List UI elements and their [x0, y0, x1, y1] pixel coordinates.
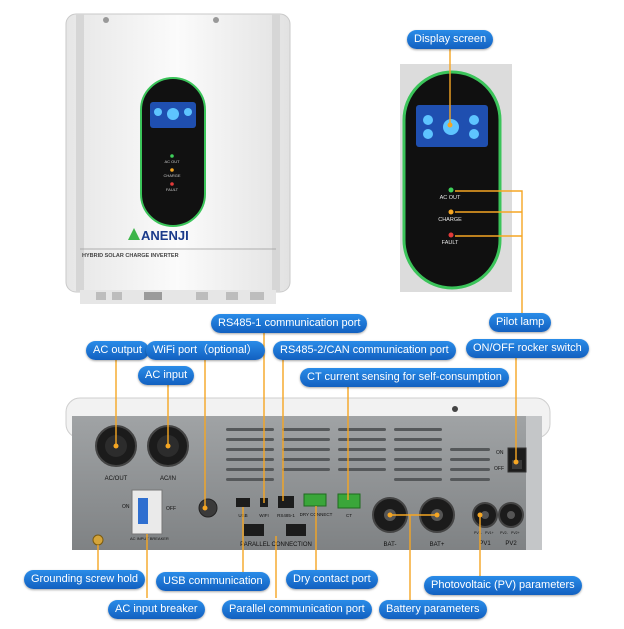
- bottom-port: [226, 292, 238, 300]
- leader-dots: [113, 122, 519, 518]
- connector-core: [481, 511, 489, 519]
- indicator-led-charge: [170, 168, 174, 172]
- screen-icon: [167, 108, 179, 120]
- mount-hole: [213, 17, 219, 23]
- indicator-label-ac-out: AC OUT: [164, 159, 180, 164]
- indicator-label-charge: CHARGE: [438, 217, 462, 223]
- inverter-front-view: AC OUT CHARGE FAULT ANENJI HYBRID SOLAR …: [65, 13, 291, 304]
- rs485-port: [278, 496, 294, 508]
- switch-on-label: ON: [496, 450, 504, 456]
- bat-plus-label: BAT+: [430, 542, 445, 548]
- mount-hole: [103, 17, 109, 23]
- callout-pv-params: Photovoltaic (PV) parameters: [424, 576, 582, 595]
- screen-icon: [423, 115, 433, 125]
- callout-rocker-switch: ON/OFF rocker switch: [466, 339, 589, 358]
- brand-logo-mark: [128, 228, 140, 240]
- bottom-port: [144, 292, 162, 300]
- indicator-led-fault: [170, 182, 174, 186]
- dry-contact-terminal: [303, 493, 327, 507]
- breaker-caption: AC INPUT BREAKER: [130, 536, 169, 541]
- rs485-label: RS485-1: [277, 513, 295, 518]
- leader-pilot-lamp: [455, 190, 523, 318]
- grounding-screw: [92, 534, 104, 546]
- pv-small-label: PV2+: [511, 531, 520, 535]
- indicator-label-fault: FAULT: [442, 240, 459, 246]
- ct-terminal: [337, 493, 361, 509]
- inverter-rear-view: AC/OUT AC/IN ON OFF AC INPUT BREAKER USB…: [65, 397, 551, 550]
- indicator-label-ac-out: AC OUT: [440, 195, 461, 201]
- screen-icon: [423, 129, 433, 139]
- pv1-label: PV1: [479, 541, 491, 547]
- rear-screw: [452, 406, 458, 412]
- screen-icon: [154, 108, 162, 116]
- callout-parallel-port: Parallel communication port: [222, 600, 372, 619]
- front-display-pill: [140, 77, 206, 227]
- indicator-label-charge: CHARGE: [163, 173, 180, 178]
- callout-usb: USB communication: [156, 572, 270, 591]
- wifi-label: WIFI: [259, 513, 269, 518]
- leader-lines: [97, 48, 523, 600]
- vent-grille: [226, 428, 490, 481]
- front-side-shade: [76, 14, 84, 292]
- indicator-led-ac-out: [448, 187, 454, 193]
- bat-minus-label: BAT-: [384, 542, 397, 548]
- ct-label: CT: [346, 513, 352, 518]
- callout-ac-breaker: AC input breaker: [108, 600, 205, 619]
- rear-panel-edge: [526, 416, 542, 550]
- callout-ct-sensing: CT current sensing for self-consumption: [300, 368, 509, 387]
- screen-icon: [469, 115, 479, 125]
- bottom-port: [250, 292, 264, 300]
- switch-off-label: OFF: [494, 466, 504, 472]
- connector-core: [507, 511, 515, 519]
- screen-icon: [184, 108, 192, 116]
- bottom-port: [112, 292, 122, 300]
- callout-wifi-port: WiFi port（optional）: [146, 341, 265, 360]
- callout-battery-params: Battery parameters: [379, 600, 487, 619]
- display-detail-view: AC OUT CHARGE FAULT: [400, 64, 512, 292]
- brand-logo: ANENJI: [141, 228, 189, 243]
- pv-small-label: PV1+: [485, 531, 494, 535]
- callout-display-screen: Display screen: [407, 30, 494, 49]
- indicator-led-fault: [448, 232, 454, 238]
- callout-ac-output: AC output: [86, 341, 149, 360]
- pv-small-label: PV1-: [474, 531, 483, 535]
- callout-grounding: Grounding screw hold: [24, 570, 146, 589]
- callout-dry-contact: Dry contact port: [286, 570, 378, 589]
- wifi-port: [198, 498, 218, 518]
- breaker-toggle: [138, 498, 148, 524]
- pv-small-label: PV2-: [500, 531, 509, 535]
- bottom-port: [196, 292, 208, 300]
- indicator-led-charge: [448, 209, 454, 215]
- front-side-shade-right: [272, 14, 280, 292]
- model-label: HYBRID SOLAR CHARGE INVERTER: [82, 253, 179, 259]
- display-detail-pill: [402, 70, 502, 290]
- callout-rs485-2: RS485-2/CAN communication port: [273, 341, 456, 360]
- indicator-label-fault: FAULT: [166, 187, 179, 192]
- parallel-port-1: [244, 524, 264, 536]
- breaker-off-label: OFF: [166, 506, 176, 512]
- screen-icon: [469, 129, 479, 139]
- ac-out-label: AC/OUT: [105, 476, 128, 482]
- bottom-port: [96, 292, 106, 300]
- front-bottom-strip: [80, 290, 276, 304]
- callout-pilot-lamp: Pilot lamp: [489, 313, 552, 332]
- indicator-led-ac-out: [170, 154, 174, 158]
- breaker-on-label: ON: [122, 504, 130, 510]
- usb-port: [236, 498, 250, 507]
- callout-rs485-1: RS485-1 communication port: [211, 314, 368, 333]
- rocker-switch-paddle: [512, 460, 522, 469]
- callout-ac-input: AC input: [138, 366, 195, 385]
- ac-in-label: AC/IN: [160, 476, 176, 482]
- parallel-port-2: [286, 524, 306, 536]
- pv2-label: PV2: [505, 541, 517, 547]
